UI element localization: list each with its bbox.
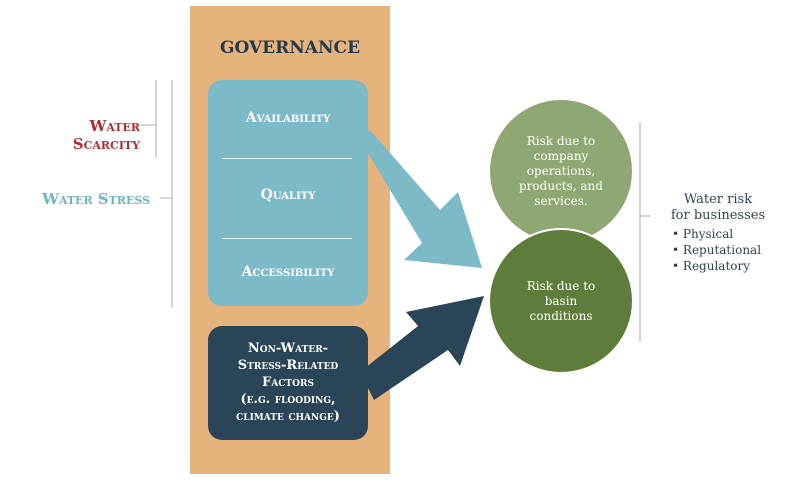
risk-type-item: Physical [672,226,761,242]
non-water-line: Non-Water- [247,341,329,356]
non-water-factors-box [208,326,368,440]
risk-type-item: Reputational [672,242,761,258]
stress-divider [222,238,352,239]
availability-label: Availability [245,110,331,126]
non-water-line: climate change) [236,409,340,424]
non-water-line: Factors [262,375,314,390]
company-risk-text: Risk due to company operations, products… [519,133,603,208]
water-stress-label: Water Stress [42,190,150,208]
non-water-line: Stress-Related [237,358,339,373]
non-water-line: (e.g. flooding, [240,392,336,407]
company-risk-circle: Risk due to company operations, products… [488,98,634,244]
accessibility-label: Accessibility [241,264,335,280]
water-risk-title: Water risk for businesses [670,192,766,223]
water-risk-list: Physical Reputational Regulatory [672,226,761,274]
quality-label: Quality [260,187,316,203]
stress-arrow [360,130,482,268]
basin-risk-text: Risk due to basin conditions [526,278,596,323]
risk-type-item: Regulatory [672,258,761,274]
water-scarcity-label: Water Scarcity [72,117,140,153]
stress-divider [222,158,352,159]
water-stress-box [208,80,368,306]
basin-risk-circle: Risk due to basin conditions [488,228,634,374]
nonwater-arrow [360,296,484,400]
governance-title: GOVERNANCE [219,38,361,58]
non-water-factors-text: Non-Water- Stress-Related Factors (e.g. … [208,340,368,425]
